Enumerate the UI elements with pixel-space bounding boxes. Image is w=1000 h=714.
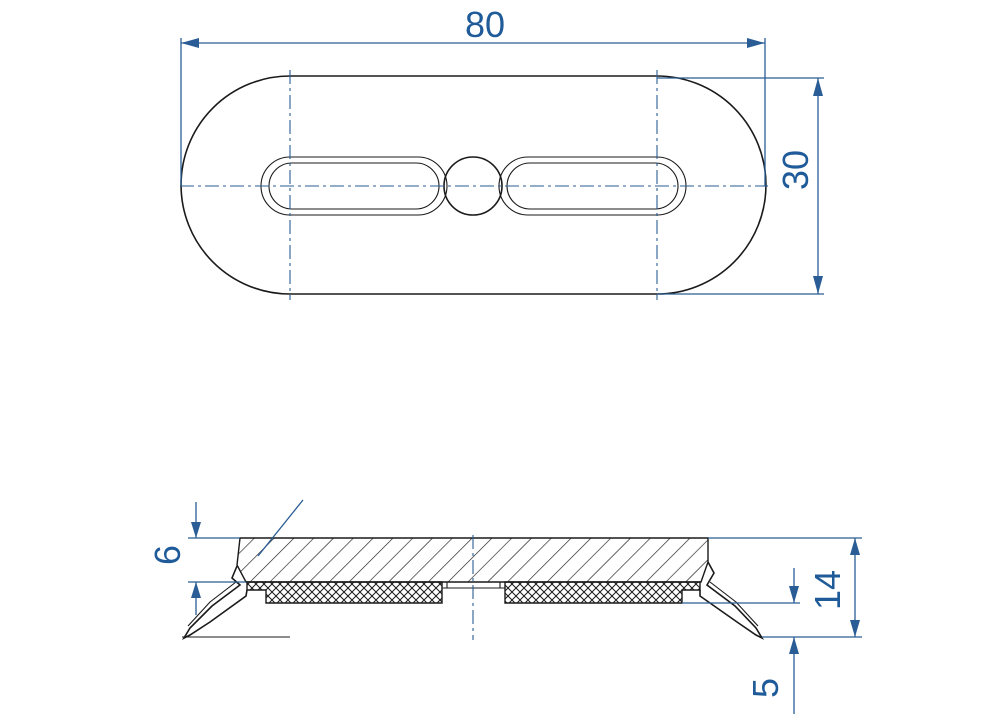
section-view: [181, 499, 765, 640]
dimension-lip-height: 5: [682, 568, 800, 714]
dimension-lip-height-label: 5: [745, 678, 786, 698]
left-slot: [260, 156, 448, 216]
left-suction-lip: [181, 565, 248, 640]
dimension-pad-thickness: 6: [147, 502, 246, 615]
dimension-width: 30: [657, 77, 824, 295]
dimension-total-height-label: 14: [807, 570, 848, 610]
dimension-length: 80: [180, 4, 766, 186]
insert-left: [246, 581, 443, 604]
dimension-width-label: 30: [775, 150, 816, 190]
dimension-length-label: 80: [465, 4, 505, 45]
dimension-total-height: 14: [708, 537, 862, 638]
leader-line: [257, 499, 304, 557]
top-view: [180, 70, 768, 300]
dimension-pad-thickness-label: 6: [147, 545, 188, 565]
insert-right: [504, 581, 701, 604]
right-suction-lip: [699, 561, 765, 640]
